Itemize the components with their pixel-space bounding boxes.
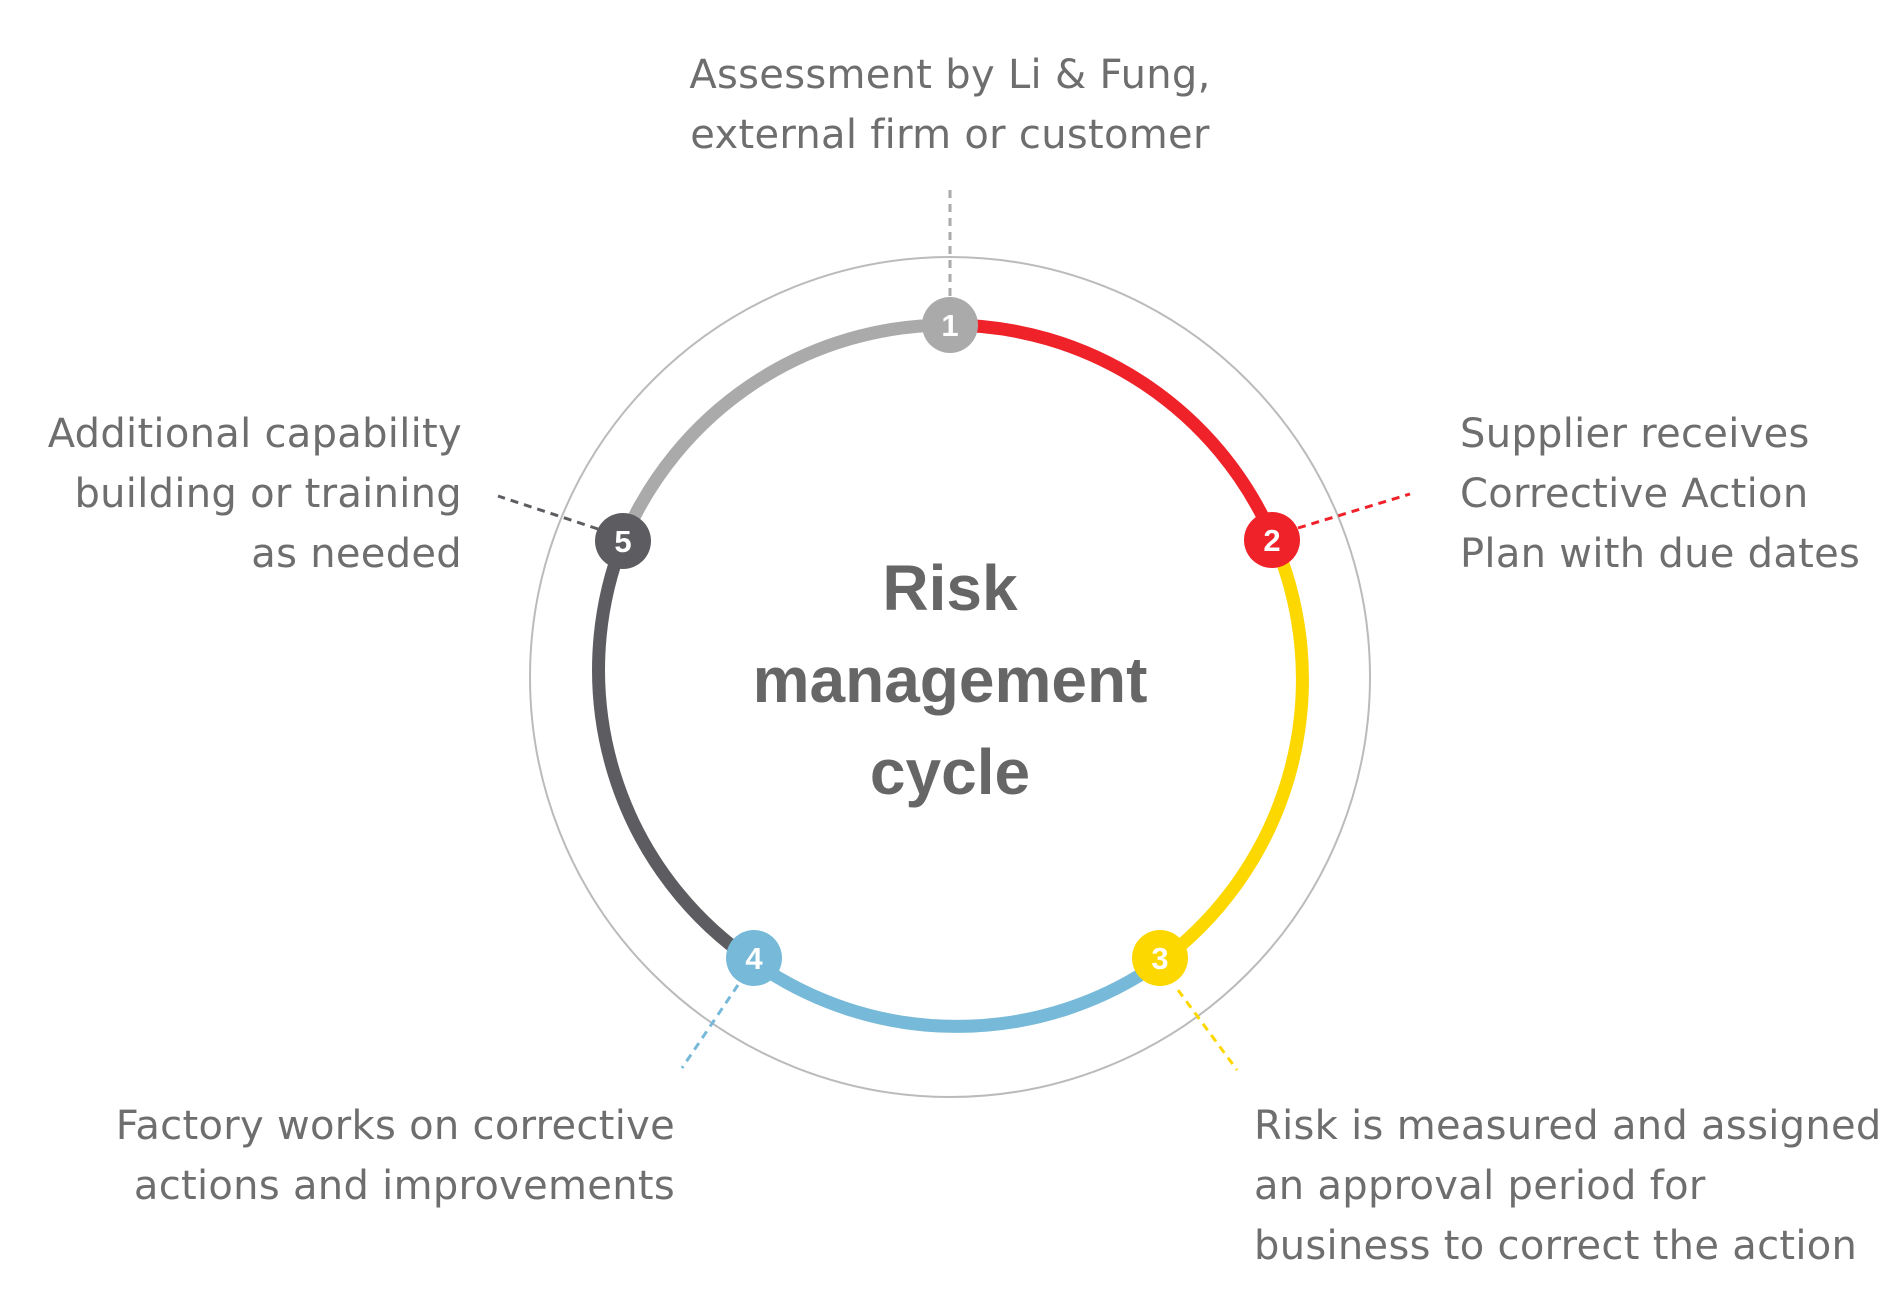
svg-text:4: 4 xyxy=(745,941,763,976)
cycle-title: Risk management cycle xyxy=(650,542,1250,818)
leader-step-4 xyxy=(680,984,740,1069)
step-5-label: Additional capability building or traini… xyxy=(20,404,462,584)
step-3-label-line: Risk is measured and assigned xyxy=(1254,1103,1882,1149)
step-3-label-line: an approval period for xyxy=(1254,1163,1706,1209)
step-node-3: 3 xyxy=(1132,930,1188,986)
step-1-label: Assessment by Li & Fung, external firm o… xyxy=(650,45,1250,165)
step-5-label-line: Additional capability xyxy=(47,411,462,457)
step-2-label: Supplier receives Corrective Action Plan… xyxy=(1460,404,1860,584)
step-1-label-line: external firm or customer xyxy=(690,112,1210,158)
step-5-label-line: as needed xyxy=(251,531,462,577)
step-5-label-line: building or training xyxy=(74,471,462,517)
cycle-title-line: Risk xyxy=(882,552,1018,624)
step-4-label: Factory works on corrective actions and … xyxy=(60,1096,675,1216)
leader-step-3 xyxy=(1176,989,1239,1071)
step-node-2: 2 xyxy=(1244,512,1300,568)
svg-text:3: 3 xyxy=(1151,941,1168,976)
step-2-label-line: Supplier receives xyxy=(1460,411,1810,457)
arc-step-4-to-5 xyxy=(592,538,758,968)
step-node-1: 1 xyxy=(922,297,978,353)
step-node-5: 5 xyxy=(595,513,651,569)
svg-text:2: 2 xyxy=(1263,523,1280,558)
step-4-label-line: actions and improvements xyxy=(133,1163,675,1209)
outer-ring xyxy=(529,256,1371,1098)
svg-text:1: 1 xyxy=(941,308,958,343)
svg-text:5: 5 xyxy=(614,524,631,559)
arc-step-5-to-1 xyxy=(617,318,951,544)
leader-step-2 xyxy=(1297,492,1411,530)
arc-step-2-to-3 xyxy=(1156,533,1309,968)
step-4-label-line: Factory works on corrective xyxy=(115,1103,675,1149)
cycle-title-line: management xyxy=(752,644,1148,716)
leader-step-5 xyxy=(497,494,599,531)
step-node-4: 4 xyxy=(726,930,782,986)
arc-step-1-to-2 xyxy=(949,318,1278,539)
cycle-title-line: cycle xyxy=(869,736,1031,808)
step-3-label: Risk is measured and assigned an approva… xyxy=(1254,1096,1882,1276)
arc-step-3-to-4 xyxy=(750,956,1164,1033)
step-2-label-line: Plan with due dates xyxy=(1460,531,1861,577)
step-2-label-line: Corrective Action xyxy=(1460,471,1809,517)
step-3-label-line: business to correct the action xyxy=(1254,1223,1858,1269)
step-1-label-line: Assessment by Li & Fung, xyxy=(689,52,1211,98)
